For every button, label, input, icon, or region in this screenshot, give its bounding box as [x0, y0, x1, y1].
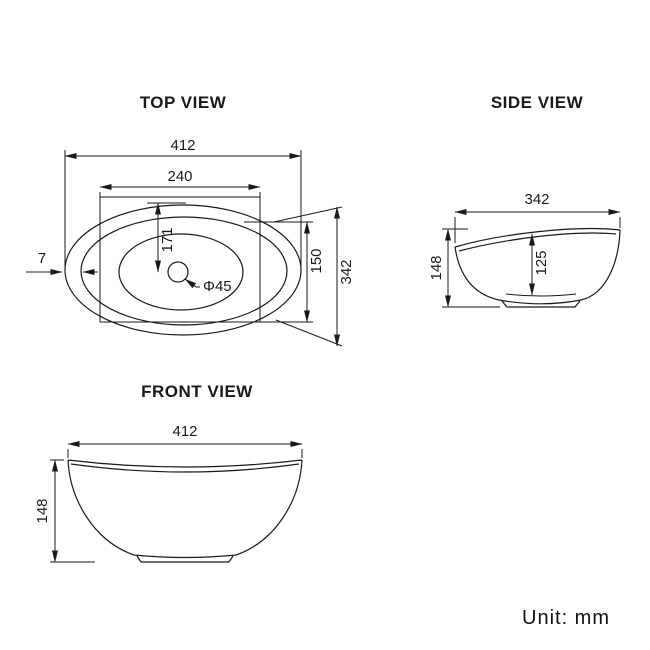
- dim-label: 240: [167, 168, 192, 185]
- dim-top-outer-width: 412: [64, 137, 302, 266]
- dim-side-inner-depth: 125: [529, 233, 550, 296]
- dim-label: 7: [38, 250, 46, 267]
- bowl-body: [454, 229, 621, 305]
- dim-label: 125: [533, 250, 550, 275]
- top-view-outline: [64, 204, 302, 336]
- drain-hole-circle: [167, 261, 189, 283]
- bowl-inner-bottom: [505, 293, 577, 297]
- inner-rim-ellipse: [80, 216, 288, 326]
- front-view-title: FRONT VIEW: [141, 382, 253, 401]
- bowl-body: [67, 459, 303, 559]
- dim-front-height: 148: [34, 459, 95, 563]
- front-view: FRONT VIEW 412 148: [34, 382, 303, 563]
- dim-label: 148: [428, 255, 445, 280]
- top-view-title: TOP VIEW: [140, 93, 227, 112]
- dim-label: 171: [159, 227, 176, 252]
- dim-top-basin-width: 240: [99, 168, 313, 323]
- dim-side-width: 342: [454, 191, 621, 243]
- rim-top-edge: [67, 459, 303, 468]
- rim-top-edge: [454, 228, 621, 248]
- dim-top-rim-thickness: 7: [26, 250, 98, 275]
- dim-top-basin-height: 150: [244, 221, 325, 323]
- dim-top-center-to-top: 171: [147, 202, 186, 273]
- dim-top-drain-diameter: Φ45: [184, 278, 232, 295]
- dim-label: Φ45: [203, 278, 232, 295]
- side-view-title: SIDE VIEW: [491, 93, 584, 112]
- dim-label: 148: [34, 498, 51, 523]
- top-view: TOP VIEW 412 240 171: [26, 93, 355, 347]
- basin-floor-ellipse: [118, 233, 244, 311]
- dim-front-width: 412: [67, 423, 303, 458]
- extension-line: [273, 206, 343, 223]
- dim-label: 412: [172, 423, 197, 440]
- outer-rim-ellipse: [64, 204, 302, 336]
- dim-label: 150: [308, 248, 325, 273]
- dim-side-height: 148: [428, 228, 500, 308]
- dim-label: 342: [338, 259, 355, 284]
- dim-top-outer-height: 342: [273, 206, 355, 347]
- front-view-outline: [67, 459, 303, 563]
- unit-label: Unit: mm: [522, 607, 610, 629]
- side-view: SIDE VIEW 342 125 148: [428, 93, 621, 308]
- side-view-outline: [454, 228, 621, 308]
- dim-label: 342: [524, 191, 549, 208]
- rim-inner-edge: [458, 232, 617, 252]
- bowl-foot: [136, 555, 234, 563]
- dim-label: 412: [170, 137, 195, 154]
- leader-line: [184, 278, 200, 289]
- extension-line: [275, 319, 343, 347]
- rim-inner-edge: [70, 463, 300, 473]
- bowl-foot: [501, 300, 581, 308]
